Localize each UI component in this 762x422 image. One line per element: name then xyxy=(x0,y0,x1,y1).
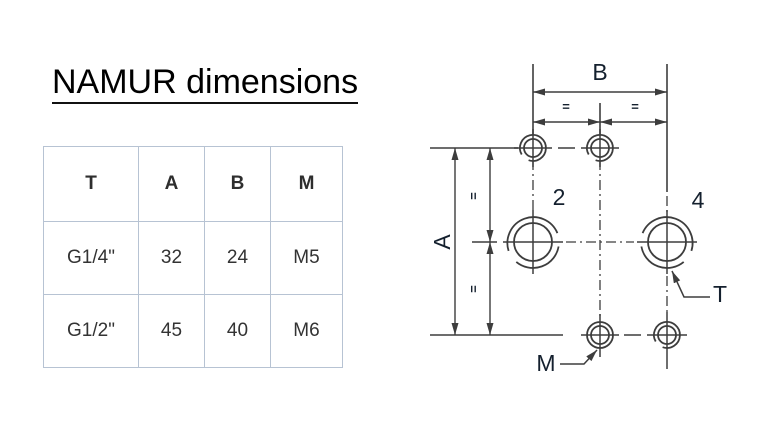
table-row: G1/4" 32 24 M5 xyxy=(43,221,343,295)
cell-thread-size: G1/2" xyxy=(43,294,139,368)
port-label-4: 4 xyxy=(692,187,705,213)
col-header-t: T xyxy=(43,146,139,222)
page-title: NAMUR dimensions xyxy=(52,63,359,105)
leader-lines xyxy=(560,270,710,365)
mounting-hole-bottom-left xyxy=(586,321,614,349)
mounting-hole-bottom-right xyxy=(653,321,681,349)
mounting-hole-top-right xyxy=(586,134,614,162)
cell-a-value: 45 xyxy=(138,294,205,368)
cell-a-value: 32 xyxy=(138,221,205,295)
equal-mark-top-right: = xyxy=(631,99,639,114)
cell-m-value: M6 xyxy=(270,294,343,368)
leader-label-m: M xyxy=(536,350,555,376)
cell-b-value: 40 xyxy=(204,294,271,368)
port-label-2: 2 xyxy=(553,184,566,210)
port-hole-4 xyxy=(640,216,694,269)
leader-label-t: T xyxy=(713,281,727,307)
dim-label-b: B xyxy=(592,59,607,85)
equal-mark-left-upper: = xyxy=(466,192,481,200)
col-header-b: B xyxy=(204,146,271,222)
cell-m-value: M5 xyxy=(270,221,343,295)
port-hole-2 xyxy=(506,216,560,269)
table-row: G1/2" 45 40 M6 xyxy=(43,294,343,368)
col-header-a: A xyxy=(138,146,205,222)
cell-thread-size: G1/4" xyxy=(43,221,139,295)
cell-b-value: 24 xyxy=(204,221,271,295)
equal-mark-top-left: = xyxy=(562,99,570,114)
dimensions-table: T A B M G1/4" 32 24 M5 G1/2" 45 40 M6 xyxy=(43,146,343,368)
mounting-hole-top-left xyxy=(519,134,547,162)
equal-mark-left-lower: = xyxy=(466,285,481,293)
namur-technical-drawing: B A = = = = 2 4 M T xyxy=(429,59,727,376)
center-lines xyxy=(532,160,668,316)
dim-label-a: A xyxy=(429,234,455,250)
col-header-m: M xyxy=(270,146,343,222)
dimension-lines xyxy=(451,88,667,335)
table-header-row: T A B M xyxy=(43,146,343,222)
